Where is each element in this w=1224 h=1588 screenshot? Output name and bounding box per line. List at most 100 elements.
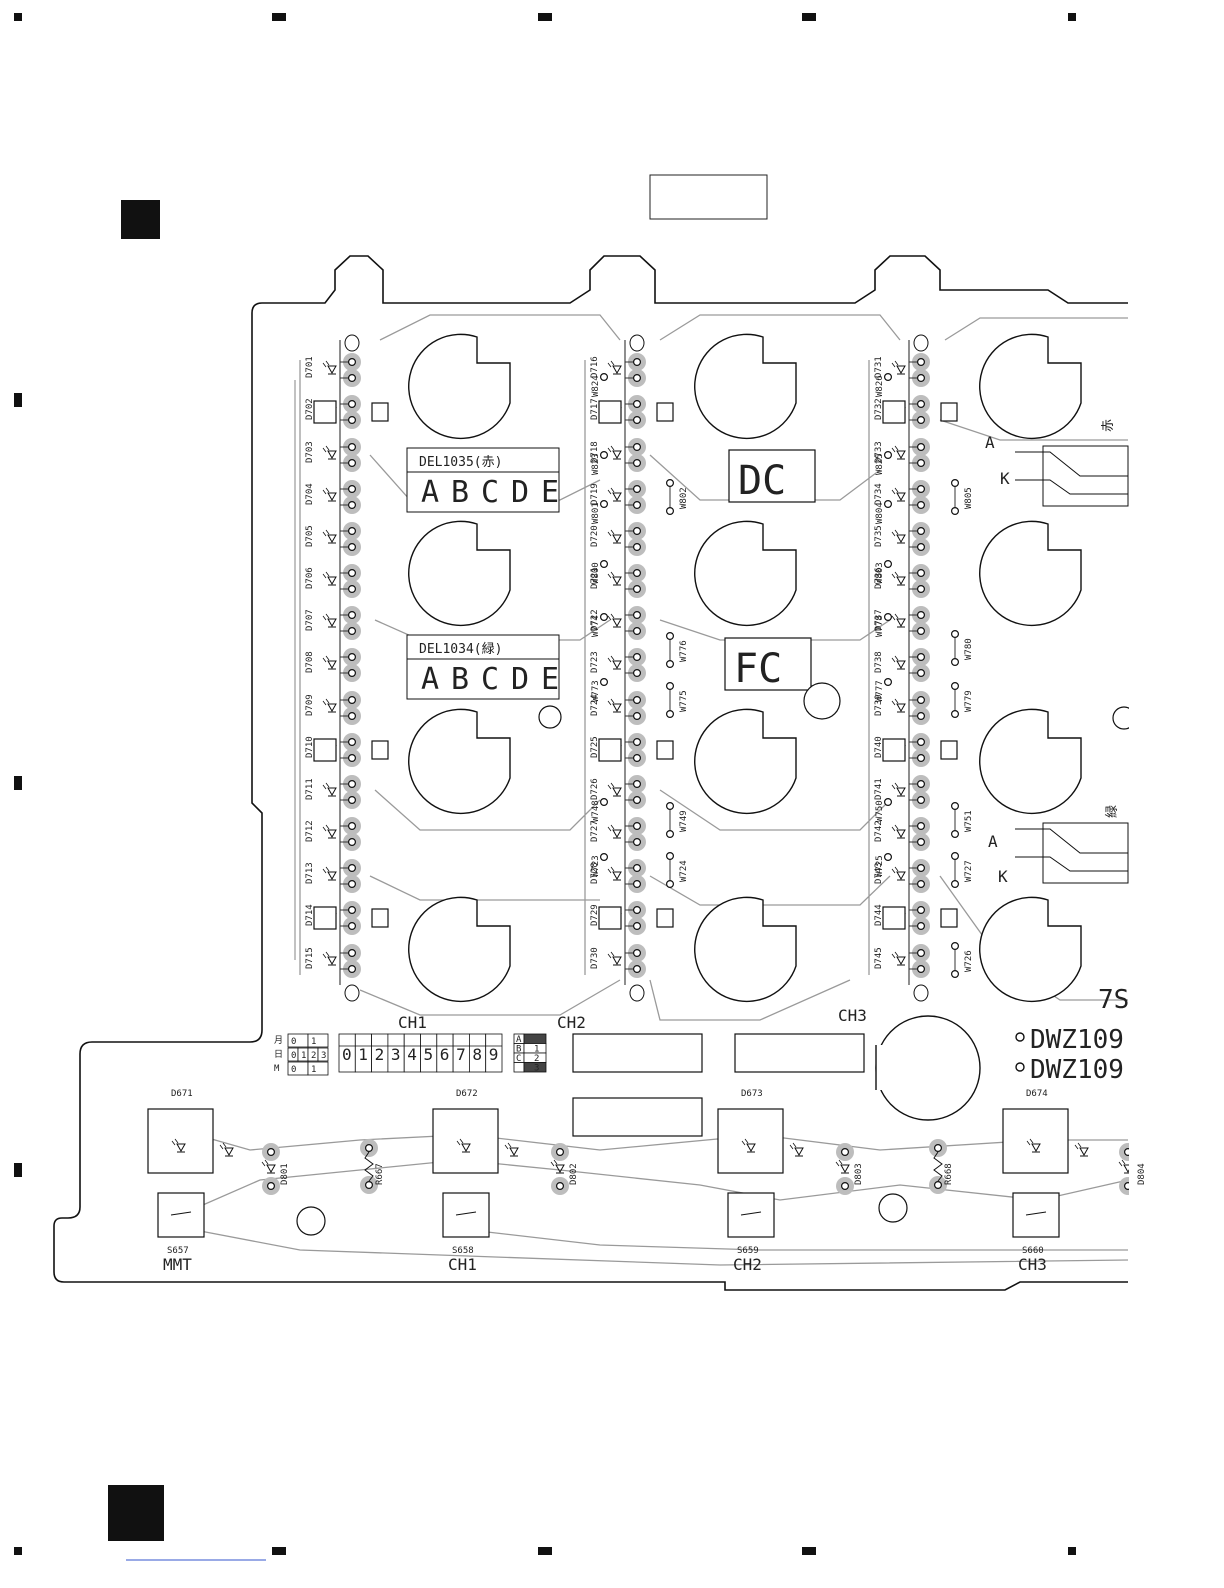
button-key-11 xyxy=(979,708,1082,815)
led-symbol-d704 xyxy=(322,487,337,502)
switch-frame-s659 xyxy=(727,1192,775,1238)
month-grid-cell xyxy=(307,1033,329,1048)
led-pad-a xyxy=(348,568,357,577)
led-arrows xyxy=(607,824,615,832)
led-ref-d719: D719 xyxy=(590,483,600,505)
key-square xyxy=(656,402,674,422)
led-pad-a xyxy=(348,443,357,452)
led-glyph xyxy=(896,871,906,881)
led-glyph xyxy=(1031,1143,1041,1153)
led-arrows xyxy=(1118,1159,1126,1167)
led-symbol-d737 xyxy=(891,613,906,628)
pad-layer xyxy=(163,358,1132,1219)
month-grid-cell xyxy=(307,1061,329,1076)
led-arrows xyxy=(607,613,615,621)
led-pad-a xyxy=(632,400,641,409)
digit-9: 9 xyxy=(489,1045,499,1064)
mount-hole xyxy=(878,1193,908,1223)
led-glyph xyxy=(612,787,622,797)
led-pad-a xyxy=(632,779,641,788)
jumper-pad xyxy=(883,797,892,806)
led-glyph xyxy=(327,956,337,966)
route-9 xyxy=(369,875,600,901)
bottom-led-indicator xyxy=(504,1142,519,1157)
led-symbol-d742 xyxy=(891,824,906,839)
led-arrows xyxy=(322,655,330,663)
switch-contact xyxy=(170,1211,192,1216)
bottom-led-frame-d674 xyxy=(1002,1108,1069,1174)
led-pad-k xyxy=(348,374,357,383)
led-arrows xyxy=(891,487,899,495)
led-arrows xyxy=(891,824,899,832)
diode-ref-d801: D801 xyxy=(280,1163,290,1185)
jumper-pad xyxy=(950,479,959,488)
led-pad-k xyxy=(916,584,925,593)
led-arrows xyxy=(607,782,615,790)
led-arrows xyxy=(322,445,330,453)
led-pad-k xyxy=(632,501,641,510)
jumper-w751: W751 xyxy=(964,810,974,832)
del-1034-letter-d: D xyxy=(511,662,529,697)
jumper-pad xyxy=(599,373,608,382)
abc-letter: A xyxy=(516,1035,522,1045)
bottom-led-indicator xyxy=(1074,1142,1089,1157)
led-pad-a xyxy=(916,652,925,661)
jumper-w748: W748 xyxy=(591,800,601,822)
led-symbol-d705 xyxy=(322,529,337,544)
jumper-pad xyxy=(883,612,892,621)
led-glyph xyxy=(555,1164,565,1174)
led-arrows xyxy=(891,360,899,368)
led-pad-a xyxy=(632,695,641,704)
led-glyph xyxy=(896,703,906,713)
led-glyph xyxy=(896,660,906,670)
resistor-pad xyxy=(365,1143,374,1152)
led-arrows xyxy=(322,487,330,495)
del-1035-letter-e: E xyxy=(541,475,559,510)
key-square xyxy=(940,740,958,760)
led-glyph xyxy=(746,1143,756,1153)
led-ref-d740: D740 xyxy=(874,736,884,758)
bottom-led-symbol xyxy=(741,1138,756,1153)
led-pad-k xyxy=(348,795,357,804)
switch-ref-s659: S659 xyxy=(737,1246,759,1256)
del-1034-letter-b: B xyxy=(451,662,469,697)
led-pad-k xyxy=(916,964,925,973)
jumper-w804: W804 xyxy=(875,502,885,524)
led-arrows xyxy=(456,1138,464,1146)
led-ref-d718: D718 xyxy=(590,441,600,463)
del-1035-box xyxy=(406,447,560,513)
route-16 xyxy=(469,1134,761,1151)
cathode-label-1: K xyxy=(1000,469,1010,488)
led-pad-k xyxy=(916,416,925,425)
led-pad-k xyxy=(632,459,641,468)
jumper-pad xyxy=(950,879,959,888)
digit-3: 3 xyxy=(391,1045,401,1064)
led-pad-a xyxy=(916,568,925,577)
led-ref-d701: D701 xyxy=(305,356,315,378)
green-mark: 緑 xyxy=(1105,805,1120,818)
led-glyph xyxy=(327,703,337,713)
led-ref-d744: D744 xyxy=(874,904,884,926)
led-arrows xyxy=(835,1159,843,1167)
led-housing xyxy=(313,400,337,424)
led-pad-a xyxy=(348,610,357,619)
led-pad-k xyxy=(348,542,357,551)
resistor-ref-r667: R667 xyxy=(375,1163,385,1185)
jumper-w723: W723 xyxy=(591,855,601,877)
button-key-1 xyxy=(408,333,511,440)
route-11 xyxy=(939,419,1128,441)
jumper-pad xyxy=(599,451,608,460)
led-symbol-d727 xyxy=(607,824,622,839)
led-symbol-d708 xyxy=(322,655,337,670)
led-arrows xyxy=(891,571,899,579)
led-glyph xyxy=(176,1143,186,1153)
key-square xyxy=(656,740,674,760)
diode-pad xyxy=(840,1181,849,1190)
led-pad-a xyxy=(348,652,357,661)
jumper-pad xyxy=(950,801,959,810)
key-square xyxy=(656,908,674,928)
led-arrows xyxy=(322,824,330,832)
diode-pad xyxy=(555,1181,564,1190)
led-ref-d728: D728 xyxy=(590,862,600,884)
route-2 xyxy=(944,317,1128,341)
